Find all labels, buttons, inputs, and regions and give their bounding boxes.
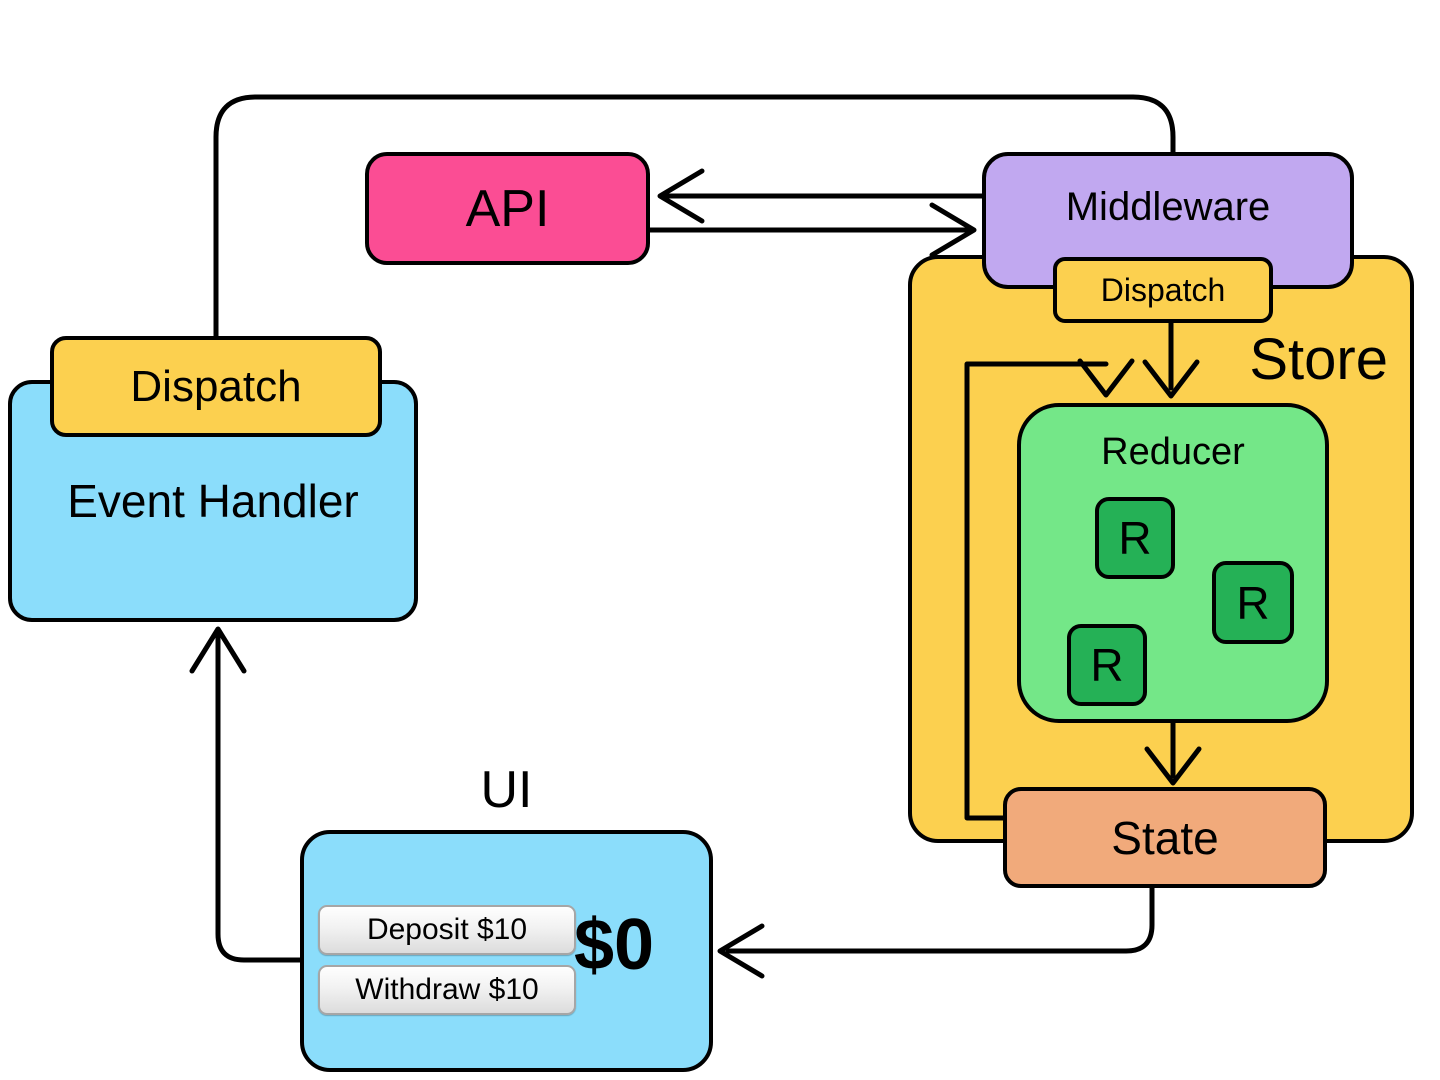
edge-middleware-to-api: [657, 168, 985, 224]
deposit-button-label: Deposit $10: [366, 913, 528, 946]
balance-text: $0: [574, 905, 655, 985]
arrowhead-at-middleware-icon: [929, 202, 977, 258]
api-node: API: [365, 152, 650, 265]
reducer-r-1: R: [1095, 497, 1175, 579]
withdraw-button-label: Withdraw $10: [355, 973, 539, 1006]
middleware-label: Middleware: [1065, 184, 1271, 229]
store-dispatch-node: Dispatch: [1053, 257, 1273, 323]
reducer-r-2-label: R: [1236, 576, 1270, 629]
deposit-button[interactable]: Deposit $10: [318, 905, 576, 955]
arrowhead-ui-event-handler-icon: [189, 626, 247, 674]
event-dispatch-label: Dispatch: [130, 361, 302, 411]
arrowhead-at-api-icon: [657, 168, 705, 224]
edge-api-to-middleware: [647, 202, 977, 258]
edge-ui-to-event-handler: [189, 626, 307, 963]
reducer-r-3-label: R: [1090, 639, 1124, 691]
withdraw-button[interactable]: Withdraw $10: [318, 965, 576, 1015]
reducer-r-2: R: [1212, 561, 1294, 644]
reducer-label: Reducer: [1101, 431, 1245, 473]
store-label: Store: [1249, 327, 1388, 392]
reducer-r-1-label: R: [1118, 512, 1152, 564]
ui-node: Deposit $10 Withdraw $10 $0: [300, 830, 713, 1072]
edge-state-to-ui: [717, 883, 1155, 979]
event-handler-label: Event Handler: [67, 475, 359, 527]
arrowhead-state-ui-icon: [717, 923, 765, 979]
store-dispatch-label: Dispatch: [1100, 272, 1226, 308]
ui-label: UI: [480, 761, 533, 819]
state-label: State: [1111, 811, 1219, 864]
api-label: API: [465, 179, 550, 238]
state-node: State: [1003, 787, 1327, 888]
event-dispatch-node: Dispatch: [50, 336, 382, 437]
reducer-r-3: R: [1067, 624, 1147, 706]
